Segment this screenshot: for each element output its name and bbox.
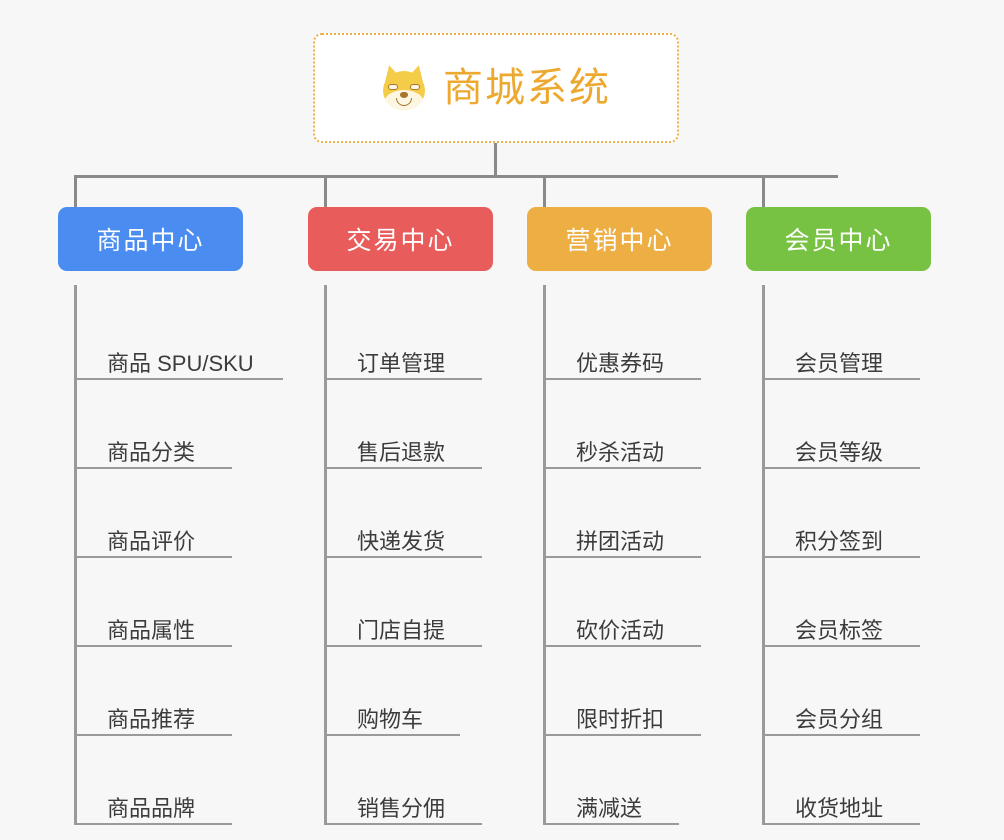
leaf-item[interactable]: 砍价活动 <box>546 558 712 647</box>
leaf-item-underline <box>327 823 482 825</box>
leaf-item-underline <box>765 823 920 825</box>
leaf-item[interactable]: 商品品牌 <box>77 736 243 825</box>
leaf-item[interactable]: 优惠券码 <box>546 291 712 380</box>
leaf-item-underline <box>765 378 920 380</box>
category-column-1: 商品中心商品 SPU/SKU 商品分类商品评价商品属性商品推荐商品品牌 <box>58 207 283 825</box>
leaf-item[interactable]: 订单管理 <box>327 291 493 380</box>
leaf-item-underline <box>327 378 482 380</box>
connector-drop-3 <box>543 175 546 209</box>
leaf-item-underline <box>546 645 701 647</box>
leaf-item[interactable]: 门店自提 <box>327 558 493 647</box>
leaf-item-label: 积分签到 <box>795 529 884 554</box>
root-title: 商城系统 <box>443 66 611 110</box>
leaf-item-label: 商品推荐 <box>107 707 196 732</box>
shiba-eye-left-icon <box>388 84 398 90</box>
connector-root-stem <box>494 143 497 177</box>
leaf-item-label: 订单管理 <box>357 351 446 376</box>
category-header-4[interactable]: 会员中心 <box>746 207 931 271</box>
category-column-4: 会员中心会员管理会员等级积分签到会员标签会员分组收货地址 <box>746 207 931 825</box>
connector-drop-2 <box>324 175 327 209</box>
leaf-item[interactable]: 商品 SPU/SKU <box>77 291 283 380</box>
leaf-item-label: 商品评价 <box>107 529 196 554</box>
leaf-item-underline <box>77 734 232 736</box>
leaf-list-2: 订单管理售后退款快递发货门店自提购物车销售分佣 <box>324 285 493 825</box>
leaf-list-1: 商品 SPU/SKU 商品分类商品评价商品属性商品推荐商品品牌 <box>74 285 283 825</box>
leaf-item[interactable]: 会员等级 <box>765 380 931 469</box>
leaf-item[interactable]: 商品属性 <box>77 558 243 647</box>
leaf-item-label: 购物车 <box>357 707 424 732</box>
connector-drop-4 <box>762 175 765 209</box>
leaf-item-label: 售后退款 <box>357 440 446 465</box>
connector-horizontal-bus <box>74 175 838 178</box>
leaf-item-label: 优惠券码 <box>576 351 665 376</box>
category-column-3: 营销中心优惠券码秒杀活动拼团活动砍价活动限时折扣满减送 <box>527 207 712 825</box>
leaf-item-underline <box>546 378 701 380</box>
leaf-item[interactable]: 满减送 <box>546 736 712 825</box>
leaf-item-label: 拼团活动 <box>576 529 665 554</box>
leaf-item-label: 会员管理 <box>795 351 884 376</box>
leaf-item[interactable]: 限时折扣 <box>546 647 712 736</box>
leaf-item-label: 商品 SPU/SKU <box>107 351 254 376</box>
leaf-item-label: 商品品牌 <box>107 796 196 821</box>
leaf-item-label: 商品分类 <box>107 440 196 465</box>
connector-drop-1 <box>74 175 77 209</box>
leaf-item[interactable]: 商品推荐 <box>77 647 243 736</box>
leaf-item-underline <box>765 734 920 736</box>
root-node[interactable]: 商城系统 <box>313 33 679 143</box>
leaf-item-label: 门店自提 <box>357 618 446 643</box>
leaf-item[interactable]: 商品分类 <box>77 380 243 469</box>
category-header-2[interactable]: 交易中心 <box>308 207 493 271</box>
leaf-item[interactable]: 售后退款 <box>327 380 493 469</box>
leaf-item-underline <box>77 645 232 647</box>
leaf-item-label: 限时折扣 <box>576 707 665 732</box>
leaf-item-underline <box>327 467 482 469</box>
shiba-dog-icon <box>381 63 427 111</box>
shiba-head-icon <box>383 71 425 110</box>
leaf-item-underline <box>77 378 283 380</box>
leaf-item-underline <box>77 823 232 825</box>
shiba-nose-icon <box>400 92 408 98</box>
leaf-item[interactable]: 会员标签 <box>765 558 931 647</box>
leaf-item-underline <box>327 734 460 736</box>
leaf-item-label: 秒杀活动 <box>576 440 665 465</box>
shiba-eye-right-icon <box>410 84 420 90</box>
leaf-item-underline <box>765 645 920 647</box>
leaf-item-underline <box>765 467 920 469</box>
leaf-item-underline <box>765 556 920 558</box>
leaf-item-underline <box>327 645 482 647</box>
leaf-item[interactable]: 销售分佣 <box>327 736 493 825</box>
category-column-2: 交易中心订单管理售后退款快递发货门店自提购物车销售分佣 <box>308 207 493 825</box>
leaf-item[interactable]: 购物车 <box>327 647 493 736</box>
leaf-item-underline <box>327 556 482 558</box>
leaf-item[interactable]: 会员分组 <box>765 647 931 736</box>
leaf-item[interactable]: 收货地址 <box>765 736 931 825</box>
leaf-item-underline <box>546 734 701 736</box>
leaf-item-label: 销售分佣 <box>357 796 446 821</box>
leaf-item-underline <box>77 556 232 558</box>
leaf-item[interactable]: 商品评价 <box>77 469 243 558</box>
leaf-item-label: 会员标签 <box>795 618 884 643</box>
category-header-3[interactable]: 营销中心 <box>527 207 712 271</box>
leaf-item[interactable]: 会员管理 <box>765 291 931 380</box>
leaf-item-label: 快递发货 <box>357 529 446 554</box>
leaf-item[interactable]: 快递发货 <box>327 469 493 558</box>
leaf-item[interactable]: 积分签到 <box>765 469 931 558</box>
leaf-item-underline <box>546 556 701 558</box>
leaf-item-label: 商品属性 <box>107 618 196 643</box>
leaf-item-label: 砍价活动 <box>576 618 665 643</box>
leaf-item-underline <box>546 467 701 469</box>
leaf-item[interactable]: 秒杀活动 <box>546 380 712 469</box>
leaf-item-underline <box>77 467 232 469</box>
leaf-item-label: 会员分组 <box>795 707 884 732</box>
leaf-item-underline <box>546 823 679 825</box>
leaf-list-4: 会员管理会员等级积分签到会员标签会员分组收货地址 <box>762 285 931 825</box>
leaf-list-3: 优惠券码秒杀活动拼团活动砍价活动限时折扣满减送 <box>543 285 712 825</box>
leaf-item[interactable]: 拼团活动 <box>546 469 712 558</box>
leaf-item-label: 满减送 <box>576 796 643 821</box>
leaf-item-label: 会员等级 <box>795 440 884 465</box>
leaf-item-label: 收货地址 <box>795 796 884 821</box>
category-header-1[interactable]: 商品中心 <box>58 207 243 271</box>
